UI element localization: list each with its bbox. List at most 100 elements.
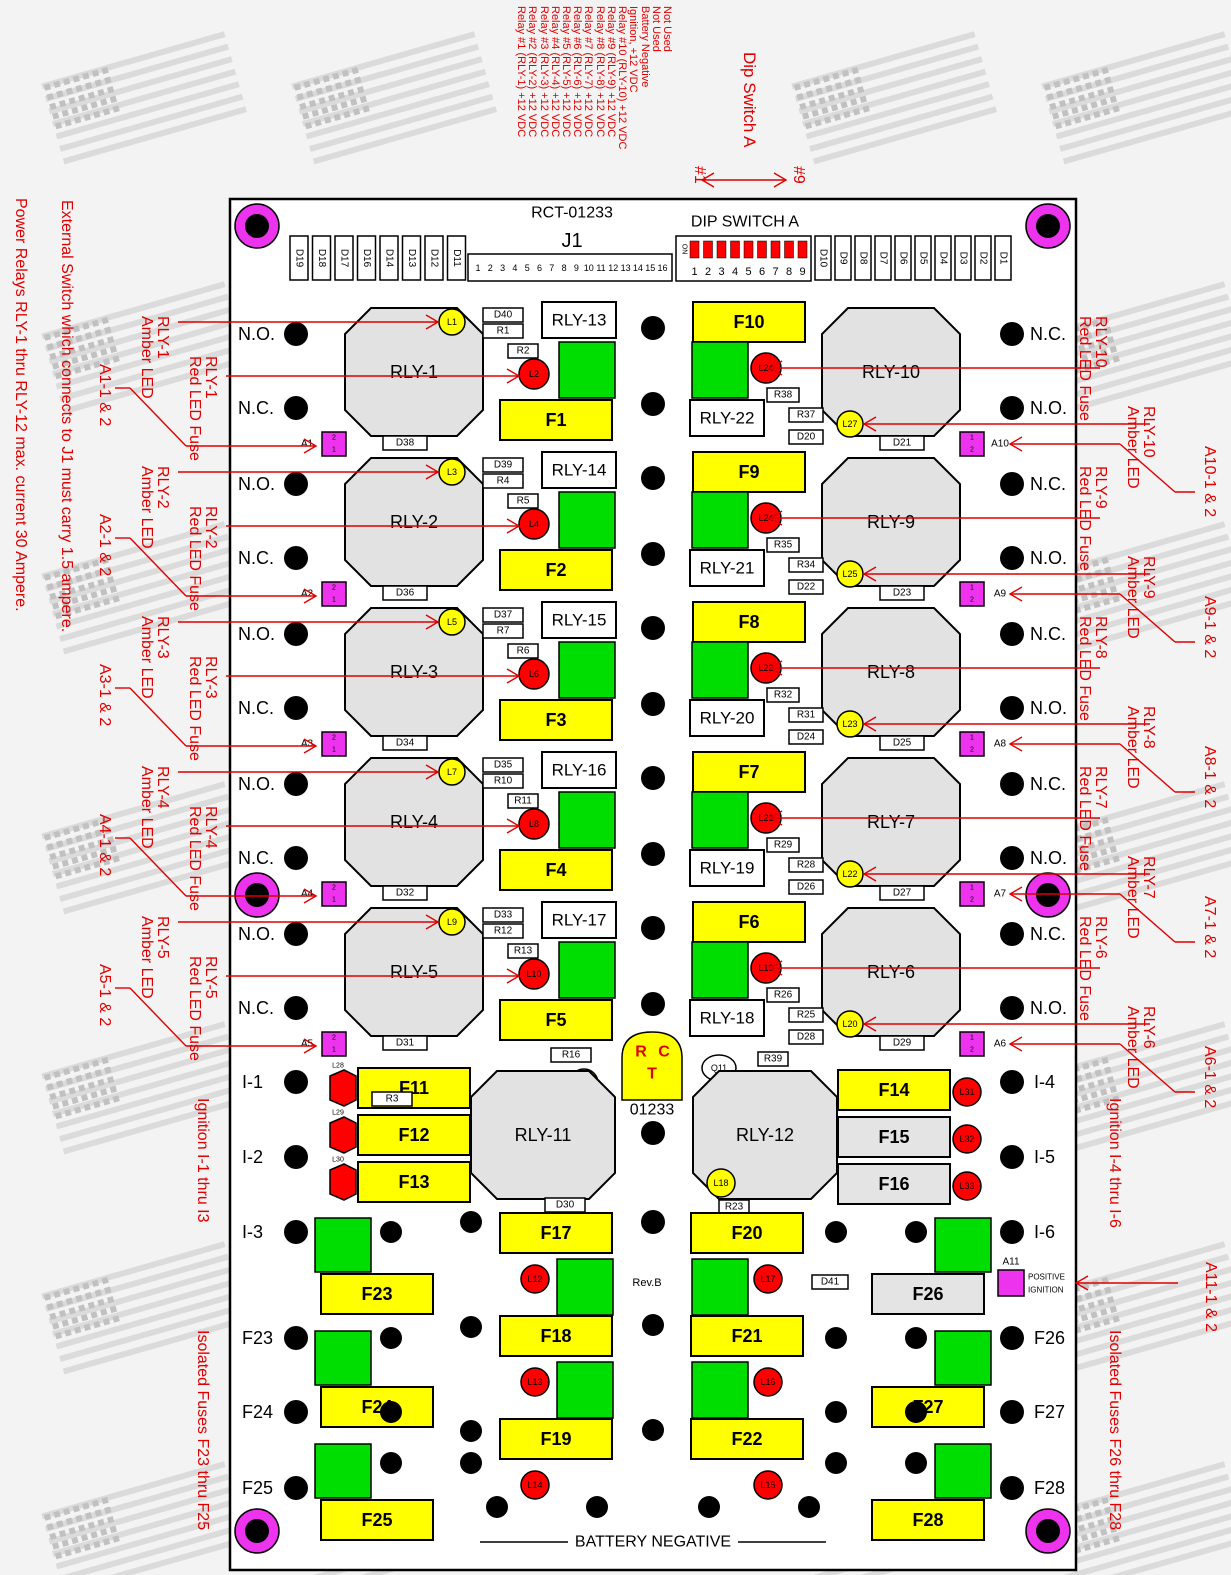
right-red-led-annotation-line: RLY-8 [1092, 616, 1109, 659]
flag-star [1101, 1496, 1109, 1505]
fuse [357, 1114, 471, 1156]
flag-star [109, 95, 118, 104]
relay [470, 1070, 616, 1200]
j1-pin-number: 14 [633, 263, 643, 273]
left-amber-led-annotation-line: Amber LED [137, 916, 155, 999]
arrow-head [303, 438, 318, 454]
terminal-hole [641, 466, 665, 490]
flag-star [58, 1529, 67, 1538]
mounting-hole-center [1036, 883, 1060, 907]
flag-star [1084, 1511, 1093, 1520]
flag-star [97, 578, 105, 587]
flag-star [102, 358, 111, 366]
center-relay [541, 751, 617, 789]
flag-star [1094, 1069, 1102, 1077]
flag-star [78, 1304, 86, 1312]
fuse-label: F10 [733, 312, 764, 332]
flag-canton [293, 66, 370, 130]
no-terminal-label: N.O. [238, 774, 275, 794]
left-red-led-annotation-line: Red LED Fuse [185, 356, 203, 461]
nc-terminal-label: N.C. [238, 848, 274, 868]
flag-star [1090, 1311, 1098, 1319]
flag-star [330, 103, 339, 112]
fuse-holder [934, 1443, 992, 1499]
fuse-label: F14 [878, 1080, 909, 1100]
small-component [788, 857, 824, 873]
right-connector-label: A8 [994, 739, 1007, 750]
fuse [692, 601, 806, 643]
terminal-hole [284, 1400, 308, 1424]
flag-star [73, 1546, 82, 1554]
flag-star [847, 88, 855, 97]
connector-pointer [1119, 743, 1176, 793]
terminal-hole [284, 922, 308, 946]
right-connector-annotation: A8-1 & 2 [1201, 746, 1218, 809]
flag-star [71, 1096, 79, 1105]
top-diode [914, 235, 932, 281]
fuse-label: F16 [878, 1174, 909, 1194]
connector-pin: 2 [970, 597, 974, 604]
flag-star [1091, 69, 1100, 78]
fuse [692, 901, 806, 943]
connector-pin: 1 [970, 1035, 974, 1042]
flag-star [49, 1092, 57, 1101]
led-label: L25 [842, 569, 857, 579]
flag-star [46, 1302, 54, 1311]
led-label: L3 [447, 467, 457, 477]
flag-canton [43, 316, 120, 380]
flag-star [328, 94, 336, 102]
flag-star [359, 95, 368, 104]
fuse-label: F26 [912, 1284, 943, 1304]
flag-star [82, 1282, 90, 1290]
left-amber-led-annotation-line: Amber LED [137, 616, 155, 699]
flag-star [1080, 853, 1089, 862]
relay-label: RLY-3 [390, 662, 438, 682]
fuse-holder [934, 1330, 992, 1386]
flag-star [82, 1502, 90, 1510]
flag-star [54, 121, 63, 130]
flag-stripe [62, 1096, 248, 1155]
flag-star [1093, 360, 1101, 369]
flag-star [78, 1084, 86, 1092]
center-relay-label: RLY-13 [552, 311, 607, 330]
connector-pointer [1119, 593, 1176, 643]
flag-watermark [1041, 1241, 1231, 1375]
arrow-head [425, 914, 440, 930]
flag-stripe [1055, 1291, 1231, 1350]
led-label: L16 [760, 1377, 775, 1387]
terminal-hole [825, 1327, 847, 1349]
flag-stripe [1062, 1316, 1231, 1375]
red-led [753, 1367, 783, 1397]
led-label: L9 [447, 917, 457, 927]
flag-stripe [55, 1511, 240, 1570]
flag-star [303, 80, 311, 89]
flag-star [80, 353, 89, 362]
terminal-hole [380, 1401, 402, 1423]
terminal-hole [284, 396, 308, 420]
flag-star [1090, 351, 1098, 359]
connector-pin: 2 [970, 447, 974, 454]
right-amber-led-annotation-line: Amber LED [1123, 406, 1141, 489]
arrow-head [862, 566, 877, 582]
flag-star [53, 1510, 61, 1519]
center-relay [541, 601, 617, 639]
center-relay-label: RLY-18 [700, 1009, 755, 1028]
dip-on-label: ON [681, 244, 688, 255]
flag-star [49, 352, 57, 361]
flag-stripe [1048, 546, 1231, 605]
flag-stripe [1055, 1071, 1231, 1130]
connector-pin: 1 [332, 897, 336, 904]
flag-star [1054, 121, 1063, 130]
flag-star [1112, 1095, 1120, 1103]
flag-stripe [1059, 583, 1231, 642]
relay-label: RLY-12 [736, 1125, 794, 1145]
flag-stripe [298, 56, 483, 115]
component-label: R25 [797, 1010, 816, 1021]
component-label: D25 [893, 738, 912, 749]
left-connector-annotation: A1-1 & 2 [96, 364, 113, 427]
top-diode [834, 235, 852, 281]
flag-stripe [1059, 1083, 1231, 1142]
terminal-hole [1000, 922, 1024, 946]
red-led [329, 1163, 357, 1201]
